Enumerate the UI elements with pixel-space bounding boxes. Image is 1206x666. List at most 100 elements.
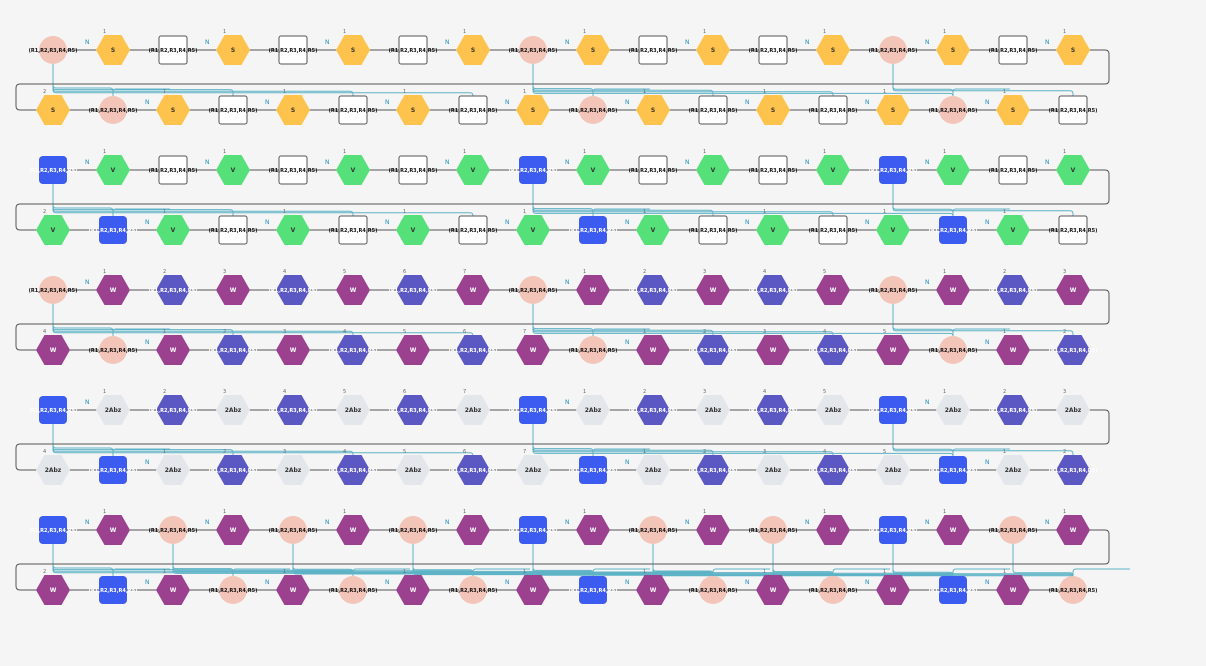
monomer-label: (R1,R2,R3,R4,R5) (89, 348, 138, 354)
position-label: 1 (823, 29, 826, 35)
monomer-label: (R1,R2,R3,R4,R5) (29, 528, 78, 534)
position-label: 2 (703, 329, 706, 335)
monomer-square (758, 35, 788, 65)
bond-label: N (85, 159, 90, 166)
monomer-circle (699, 576, 727, 604)
row-wrap-connector (15, 409, 1110, 471)
position-label: 1 (523, 569, 526, 575)
monomer-label: (R1,R2,R3,R4,R5) (209, 228, 258, 234)
monomer-hexagon (756, 455, 790, 485)
monomer-v: V1 (576, 149, 610, 185)
monomer-label: (R1,R2,R3,R4,R5) (269, 528, 318, 534)
monomer-hexagon (156, 275, 190, 305)
monomer-label: 2Abz (165, 467, 182, 474)
monomer-label: (R1,R2,R3,R4,R5) (869, 408, 918, 414)
monomer-w: W1 (456, 509, 490, 545)
monomer-label: W (410, 347, 417, 354)
monomer-rc: (R1,R2,R3,R4,R5) (1049, 576, 1098, 604)
position-label: 6 (463, 329, 466, 335)
monomer-rs: (R1,R2,R3,R4,R5)N (209, 95, 270, 125)
monomer-label: 2Abz (45, 467, 62, 474)
monomer-label: V (111, 167, 116, 174)
monomer-w: W1 (996, 569, 1030, 605)
monomer-hexagon (36, 335, 70, 365)
monomer-rb: (R1,R2,R3,R4,R5)N (569, 216, 630, 244)
monomer-s: S1 (936, 29, 970, 65)
monomer-rounded-square (99, 456, 127, 484)
crosslink-bond (52, 184, 354, 216)
crosslink-bond (532, 184, 834, 216)
monomer-rounded-square (579, 576, 607, 604)
monomer-v: V1 (756, 209, 790, 245)
monomer-square (218, 215, 248, 245)
monomer-rounded-square (879, 156, 907, 184)
position-label: 1 (943, 389, 946, 395)
monomer-label: S (711, 47, 715, 54)
bond-label: N (325, 39, 330, 46)
monomer-label: W (170, 587, 177, 594)
monomer-circle (879, 36, 907, 64)
position-label: 1 (943, 149, 946, 155)
monomer-rh: (R1,R2,R3,R4,R5)2 (209, 329, 257, 365)
monomer-hexagon (276, 455, 310, 485)
monomer-square (338, 95, 368, 125)
monomer-circle (939, 336, 967, 364)
monomer-s: S1 (216, 29, 250, 65)
monomer-square (458, 215, 488, 245)
monomer-rh: (R1,R2,R3,R4,R5)6 (449, 449, 497, 485)
position-label: 1 (1003, 449, 1006, 455)
bond-label: N (625, 579, 630, 586)
monomer-hexagon (336, 515, 370, 545)
monomer-w: W3 (1056, 269, 1090, 305)
position-label: 4 (763, 389, 766, 395)
monomer-hexagon (156, 215, 190, 245)
position-label: 1 (223, 509, 226, 515)
monomer-label: (R1,R2,R3,R4,R5) (509, 408, 558, 414)
monomer-rounded-square (99, 216, 127, 244)
monomer-label: (R1,R2,R3,R4,R5) (1049, 348, 1098, 354)
monomer-rb: (R1,R2,R3,R4,R5)N (509, 156, 570, 184)
monomer-label: (R1,R2,R3,R4,R5) (1049, 588, 1098, 594)
position-label: 1 (1063, 29, 1066, 35)
monomer-label: (R1,R2,R3,R4,R5) (509, 48, 558, 54)
monomer-hexagon (456, 335, 490, 365)
monomer-label: W (1070, 527, 1077, 534)
position-label: 1 (163, 89, 166, 95)
monomer-hexagon (396, 215, 430, 245)
crosslink-bond (592, 448, 650, 456)
bond-label: N (265, 219, 270, 226)
monomer-rounded-square (519, 516, 547, 544)
position-label: 1 (883, 569, 886, 575)
monomer-rs: (R1,R2,R3,R4,R5)N (629, 155, 690, 185)
monomer-square (458, 95, 488, 125)
monomer-hexagon (636, 575, 670, 605)
monomer-hexagon (216, 35, 250, 65)
monomer-rs: (R1,R2,R3,R4,R5)N (809, 95, 870, 125)
monomer-rc: (R1,R2,R3,R4,R5)N (209, 576, 270, 604)
monomer-circle (279, 516, 307, 544)
monomer-hexagon (336, 155, 370, 185)
monomer-label: S (231, 47, 235, 54)
monomer-label: (R1,R2,R3,R4,R5) (89, 588, 138, 594)
bond-label: N (805, 519, 810, 526)
monomer-rs: (R1,R2,R3,R4,R5)N (749, 35, 810, 65)
crosslink-bond (52, 184, 474, 216)
monomer-rh: (R1,R2,R3,R4,R5)2 (149, 269, 197, 305)
monomer-hexagon (756, 275, 790, 305)
monomer-label: (R1,R2,R3,R4,R5) (389, 408, 438, 414)
position-label: 1 (163, 569, 166, 575)
crosslink-bond (52, 64, 354, 96)
crosslink-bond (592, 208, 650, 216)
monomer-label: (R1,R2,R3,R4,R5) (89, 228, 138, 234)
monomer-square (218, 95, 248, 125)
monomer-hexagon (936, 275, 970, 305)
monomer-label: (R1,R2,R3,R4,R5) (989, 528, 1038, 534)
crosslink-bond (712, 568, 770, 576)
monomer-label: 2Abz (825, 407, 842, 414)
position-label: 2 (1003, 269, 1006, 275)
monomer-rounded-square (939, 216, 967, 244)
position-label: 1 (583, 389, 586, 395)
bond-label: N (385, 99, 390, 106)
